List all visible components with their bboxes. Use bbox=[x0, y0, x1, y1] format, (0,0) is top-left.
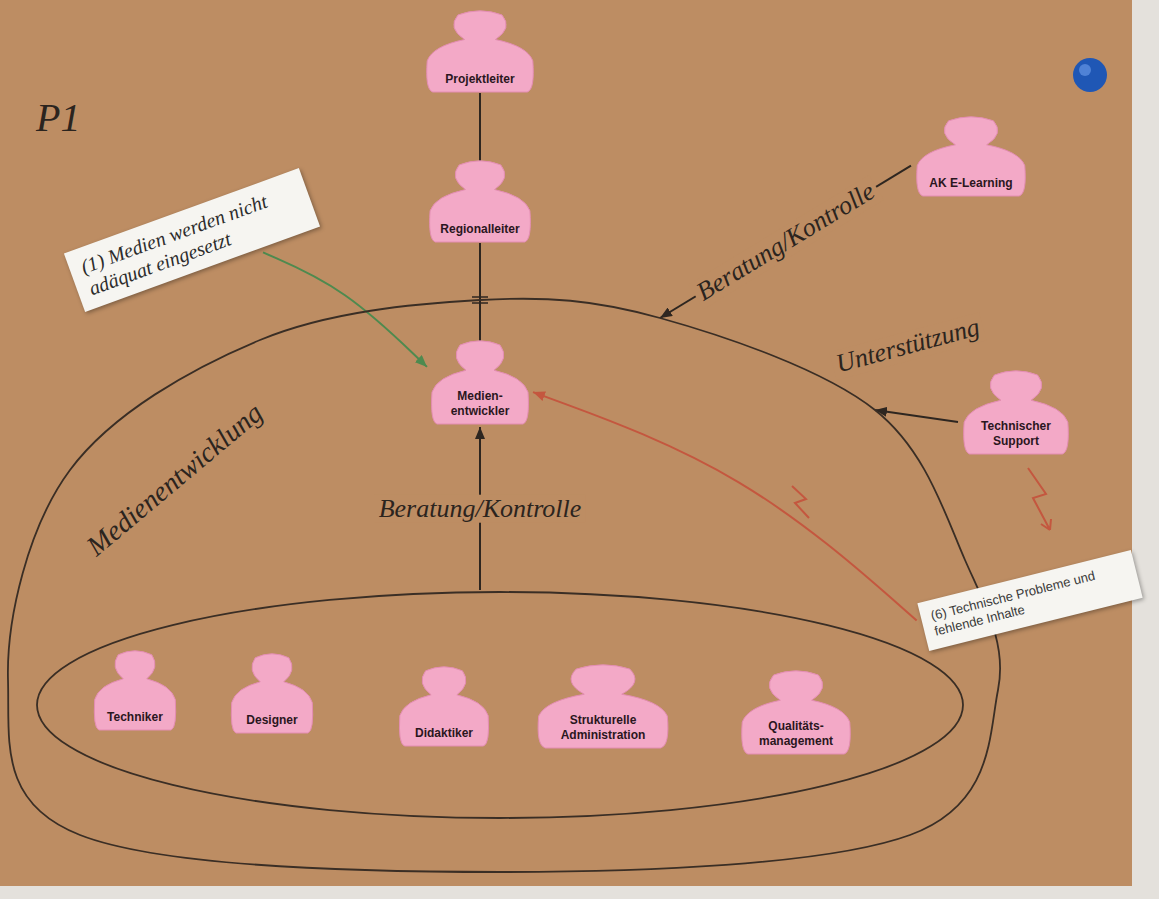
group-line bbox=[37, 592, 963, 818]
person-card: Medien- entwickler bbox=[430, 340, 530, 424]
person-shape-fill bbox=[964, 371, 1069, 454]
group-outline: Techniker DesignerDidaktiker Strukturelle … bbox=[35, 590, 965, 820]
pin-highlight bbox=[1079, 64, 1091, 76]
edge-label: Unterstützung bbox=[829, 312, 986, 380]
person-card: Technischer Support bbox=[962, 370, 1070, 454]
connector bbox=[479, 93, 481, 163]
lightning-mark bbox=[792, 486, 809, 518]
person-shape-fill bbox=[742, 671, 851, 754]
person-shape-fill bbox=[94, 651, 175, 730]
person-card: AK E-Learning bbox=[915, 116, 1027, 196]
node-label: Technischer Support bbox=[968, 419, 1063, 448]
node-label: Techniker bbox=[98, 710, 172, 724]
person-card: Techniker bbox=[93, 650, 177, 730]
person-card: Didaktiker bbox=[398, 666, 490, 746]
note-slip: (6) Technische Probleme und fehlende Inh… bbox=[917, 550, 1142, 650]
person-shape-fill bbox=[432, 341, 529, 424]
note-slip: (1) Medien werden nicht adäquat eingeset… bbox=[64, 168, 320, 312]
region-heading: Medienentwicklung bbox=[81, 398, 269, 563]
lightning-mark bbox=[1028, 468, 1051, 530]
person-card: Designer bbox=[230, 653, 314, 733]
node-label: Projektleiter bbox=[432, 72, 529, 86]
connector bbox=[660, 166, 911, 318]
note-text: (6) Technische Probleme und fehlende Inh… bbox=[929, 560, 1131, 640]
edge-label: Beratung/Kontrolle bbox=[375, 494, 586, 523]
node-label: Designer bbox=[235, 713, 309, 727]
page-number: P1 bbox=[36, 96, 80, 140]
node-label: Qualitäts- management bbox=[747, 719, 846, 748]
node-label: Didaktiker bbox=[404, 726, 485, 740]
person-card: Regionalleiter bbox=[428, 160, 532, 242]
person-shape-fill bbox=[427, 11, 534, 92]
person-shape-fill bbox=[430, 161, 531, 242]
region-line bbox=[8, 299, 1000, 872]
node-label: Regionalleiter bbox=[434, 222, 526, 236]
node-label: AK E-Learning bbox=[922, 176, 1021, 190]
person-card: Strukturelle Administration bbox=[536, 664, 670, 748]
node-label: Medien- entwickler bbox=[436, 389, 524, 418]
person-shape-fill bbox=[538, 665, 668, 748]
person-card: Projektleiter bbox=[425, 10, 535, 92]
node-label: Strukturelle Administration bbox=[544, 713, 662, 742]
person-shape-fill bbox=[231, 654, 312, 733]
region-outline: Medienentwicklung Medien- entwicklerTechn… bbox=[5, 295, 1005, 875]
connector bbox=[263, 252, 427, 366]
edge-label: Beratung/Kontrolle bbox=[688, 175, 883, 309]
connector bbox=[533, 392, 917, 620]
person-shape-fill bbox=[399, 667, 488, 746]
person-shape-fill bbox=[917, 117, 1026, 196]
wall-strip bbox=[0, 886, 1159, 899]
connector bbox=[479, 243, 481, 342]
note-text: (1) Medien werden nicht adäquat eingeset… bbox=[78, 180, 306, 301]
person-card: Qualitäts- management bbox=[740, 670, 852, 754]
pin bbox=[1073, 58, 1107, 92]
wall-strip bbox=[1132, 0, 1159, 899]
